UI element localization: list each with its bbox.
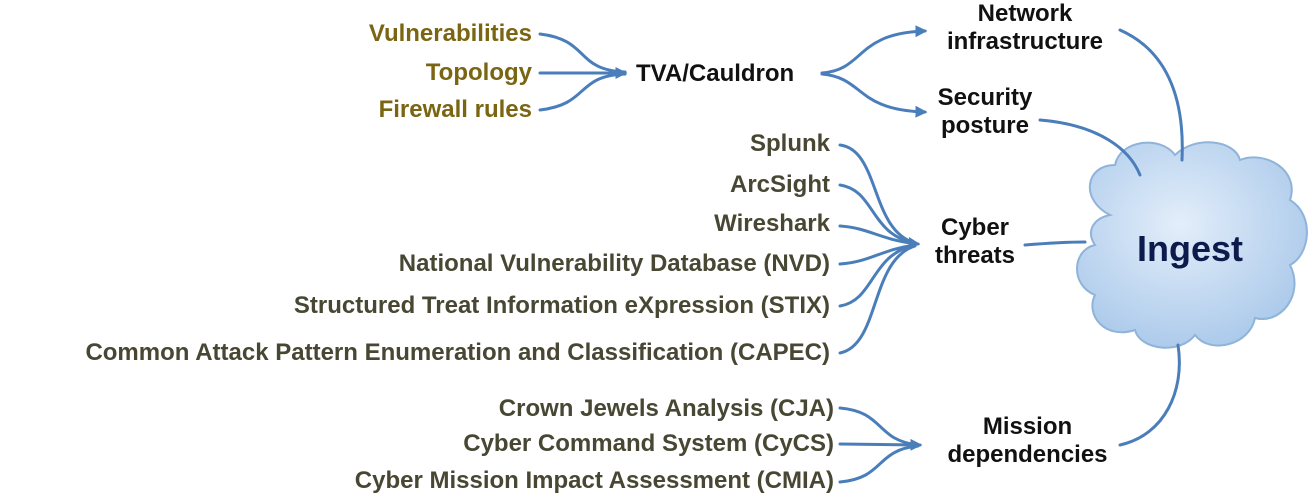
threat-source-wireshark: Wireshark — [714, 210, 830, 237]
cyber-threats-line1: Cyber — [940, 214, 1010, 241]
security-posture-line1: Security — [937, 84, 1033, 111]
tva-output-arrows — [820, 25, 928, 118]
tva-source-topology: Topology — [425, 59, 532, 86]
cyber-threats-node: Cyber threats — [920, 214, 1030, 270]
threat-source-stix: Structured Treat Information eXpression … — [293, 292, 830, 319]
mission-input-arrows — [838, 406, 923, 484]
tva-input-arrows — [538, 32, 628, 112]
mission-dependencies-line1: Mission — [982, 413, 1073, 440]
network-infrastructure-line1: Network — [977, 0, 1073, 27]
threat-input-arrows — [838, 143, 921, 355]
cyber-threats-line2: threats — [934, 242, 1016, 269]
mission-dependencies-node: Mission dependencies — [935, 413, 1120, 469]
ingest-arrows — [1023, 28, 1184, 447]
threat-source-nvd: National Vulnerability Database (NVD) — [398, 250, 830, 277]
ingest-cloud — [1076, 141, 1308, 349]
network-infrastructure-line2: infrastructure — [946, 28, 1104, 55]
mission-dependencies-line2: dependencies — [947, 441, 1108, 468]
security-posture-line2: posture — [940, 112, 1029, 139]
tva-source-vulnerabilities: Vulnerabilities — [368, 20, 532, 47]
threat-source-arcsight: ArcSight — [729, 171, 830, 198]
security-posture-node: Security posture — [910, 84, 1060, 140]
mission-source-cmia: Cyber Mission Impact Assessment (CMIA) — [354, 467, 834, 494]
tva-cauldron-node: TVA/Cauldron — [636, 60, 795, 87]
threat-source-splunk: Splunk — [749, 130, 830, 157]
threat-source-capec: Common Attack Pattern Enumeration and Cl… — [85, 339, 830, 366]
network-infrastructure-node: Network infrastructure — [935, 0, 1115, 56]
tva-source-firewall-rules: Firewall rules — [378, 96, 532, 123]
mission-source-cja: Crown Jewels Analysis (CJA) — [498, 395, 834, 422]
ingest-label: Ingest — [1136, 228, 1243, 269]
mission-source-cycs: Cyber Command System (CyCS) — [463, 430, 834, 457]
